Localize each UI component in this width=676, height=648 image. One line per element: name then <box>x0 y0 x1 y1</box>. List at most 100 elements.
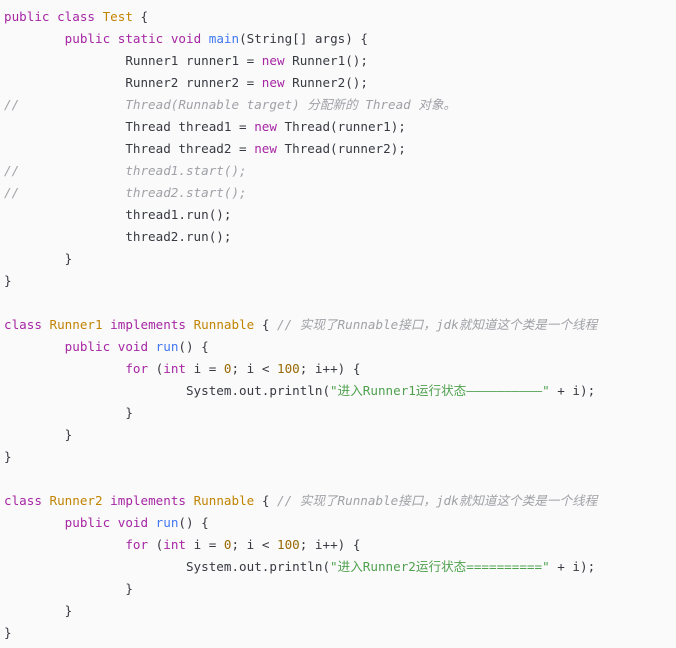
code-line: public class Test { <box>4 6 676 28</box>
code-text: ; i++) { <box>299 361 361 376</box>
code-text: () { <box>178 339 209 354</box>
keyword-token: class <box>4 493 50 508</box>
code-text: Thread thread2 = <box>4 141 255 156</box>
code-line: // thread1.start(); <box>4 160 676 182</box>
keyword-token: class <box>4 317 50 332</box>
code-text: () { <box>178 515 209 530</box>
keyword-token: public static void <box>64 31 209 46</box>
code-text: Runner2(); <box>284 75 368 90</box>
code-line: } <box>4 622 676 644</box>
code-line <box>4 292 676 314</box>
number-token: 0 <box>223 537 232 552</box>
code-text <box>4 537 125 552</box>
code-line: // thread2.start(); <box>4 182 676 204</box>
keyword-token: int <box>163 537 186 552</box>
class-name-token: Runnable <box>193 317 255 332</box>
code-line: Runner1 runner1 = new Runner1(); <box>4 50 676 72</box>
code-text: { <box>254 493 277 508</box>
code-line: Thread thread1 = new Thread(runner1); <box>4 116 676 138</box>
code-text: } <box>4 405 133 420</box>
keyword-token: for <box>125 537 149 552</box>
class-name-token: Runnable <box>193 493 255 508</box>
code-line <box>4 468 676 490</box>
code-text <box>4 31 65 46</box>
code-line: Runner2 runner2 = new Runner2(); <box>4 72 676 94</box>
function-name-token: run <box>155 339 179 354</box>
code-line: thread2.run(); <box>4 226 676 248</box>
code-line: for (int i = 0; i < 100; i++) { <box>4 534 676 556</box>
code-text: } <box>4 603 73 618</box>
code-text: ; i++) { <box>299 537 361 552</box>
code-line: } <box>4 248 676 270</box>
code-text: thread2.run(); <box>4 229 232 244</box>
keyword-token: new <box>261 53 285 68</box>
code-text: } <box>4 449 12 464</box>
code-text: i = <box>186 537 224 552</box>
keyword-token: implements <box>102 493 194 508</box>
code-line: } <box>4 446 676 468</box>
keyword-token: public class <box>4 9 103 24</box>
keyword-token: for <box>125 361 149 376</box>
class-name-token: Runner1 <box>49 317 103 332</box>
code-line: class Runner2 implements Runnable { // 实… <box>4 490 676 512</box>
code-text: (String[] args) { <box>239 31 368 46</box>
code-text: ; i < <box>231 361 278 376</box>
function-name-token: main <box>208 31 240 46</box>
code-line: System.out.println("进入Runner2运行状态=======… <box>4 556 676 578</box>
code-line: // Thread(Runnable target) 分配新的 Thread 对… <box>4 94 676 116</box>
code-line: } <box>4 402 676 424</box>
code-text <box>4 515 65 530</box>
keyword-token: implements <box>102 317 194 332</box>
code-text: thread1.run(); <box>4 207 232 222</box>
code-line: } <box>4 578 676 600</box>
keyword-token: public void <box>64 339 156 354</box>
comment-token: // 实现了Runnable接口，jdk就知道这个类是一个线程 <box>277 493 598 508</box>
code-line: public void run() { <box>4 512 676 534</box>
code-text: Thread thread1 = <box>4 119 255 134</box>
keyword-token: new <box>261 75 285 90</box>
code-text: } <box>4 581 133 596</box>
code-text <box>4 361 125 376</box>
code-text: System.out.println( <box>4 383 331 398</box>
code-line: } <box>4 270 676 292</box>
comment-token: // 实现了Runnable接口，jdk就知道这个类是一个线程 <box>277 317 598 332</box>
code-text: Runner1(); <box>284 53 368 68</box>
code-line: } <box>4 600 676 622</box>
keyword-token: public void <box>64 515 156 530</box>
class-name-token: Test <box>102 9 133 24</box>
keyword-token: int <box>163 361 186 376</box>
comment-token: // thread2.start(); <box>4 185 247 200</box>
comment-token: // Thread(Runnable target) 分配新的 Thread 对… <box>4 97 457 112</box>
code-line: System.out.println("进入Runner1运行状态———————… <box>4 380 676 402</box>
comment-token: // thread1.start(); <box>4 163 247 178</box>
code-text: i = <box>186 361 224 376</box>
code-text: System.out.println( <box>4 559 331 574</box>
code-text: } <box>4 251 73 266</box>
code-text: Thread(runner2); <box>276 141 406 156</box>
keyword-token: new <box>254 119 277 134</box>
code-text <box>4 339 65 354</box>
code-text: } <box>4 427 73 442</box>
code-listing: public class Test { public static void m… <box>4 6 676 644</box>
code-text: + i); <box>549 383 596 398</box>
code-text: Runner1 runner1 = <box>4 53 262 68</box>
code-text: } <box>4 273 12 288</box>
code-line: public void run() { <box>4 336 676 358</box>
code-text: ( <box>148 361 164 376</box>
code-text: { <box>254 317 277 332</box>
code-line: for (int i = 0; i < 100; i++) { <box>4 358 676 380</box>
number-token: 100 <box>277 537 300 552</box>
code-text: ( <box>148 537 164 552</box>
code-text: Runner2 runner2 = <box>4 75 262 90</box>
code-line: class Runner1 implements Runnable { // 实… <box>4 314 676 336</box>
number-token: 0 <box>223 361 232 376</box>
keyword-token: new <box>254 141 277 156</box>
code-text: } <box>4 625 12 640</box>
code-line: public static void main(String[] args) { <box>4 28 676 50</box>
string-token: "进入Runner1运行状态——————————" <box>330 383 550 398</box>
string-token: "进入Runner2运行状态==========" <box>330 559 550 574</box>
code-text: + i); <box>549 559 596 574</box>
code-text: ; i < <box>231 537 278 552</box>
function-name-token: run <box>155 515 179 530</box>
